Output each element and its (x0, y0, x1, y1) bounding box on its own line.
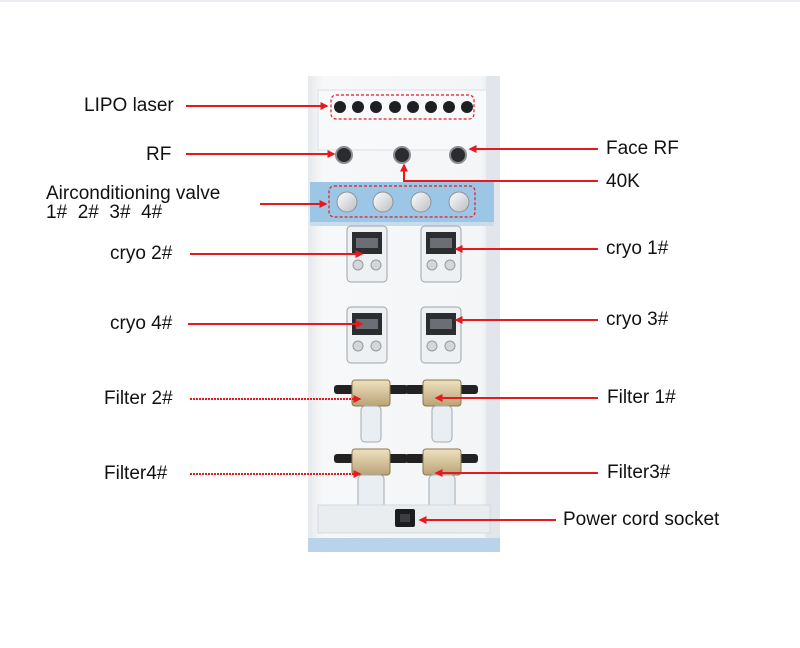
label-lipo-laser: LIPO laser (84, 95, 174, 116)
label-cryo2: cryo 2# (110, 243, 173, 264)
rf-connector (335, 146, 353, 164)
label-filter1: Filter 1# (607, 387, 676, 408)
label-aircon-numbers: 1# 2# 3# 4# (46, 202, 163, 223)
filter4 (334, 448, 408, 512)
label-cryo1: cryo 1# (606, 238, 669, 259)
label-cryo3: cryo 3# (606, 309, 669, 330)
face-rf-connector (449, 146, 467, 164)
filter2 (334, 379, 408, 443)
label-aircon-valve: Airconditioning valve (46, 183, 221, 204)
40k-connector (393, 146, 411, 164)
lipo-laser-ports (334, 101, 473, 113)
label-cryo4: cryo 4# (110, 313, 173, 334)
label-rf: RF (146, 144, 172, 165)
cryo3-connector (420, 306, 462, 364)
label-power-socket: Power cord socket (563, 509, 720, 530)
filter3 (405, 448, 478, 512)
top-border (0, 0, 800, 2)
filter1 (405, 379, 478, 443)
arrow-40k (400, 163, 598, 182)
cryo1-connector (420, 225, 462, 283)
label-filter4: Filter4# (104, 463, 168, 484)
label-filter2: Filter 2# (104, 388, 173, 409)
label-40k: 40K (606, 171, 640, 192)
label-filter3: Filter3# (607, 462, 671, 483)
label-face-rf: Face RF (606, 138, 679, 159)
